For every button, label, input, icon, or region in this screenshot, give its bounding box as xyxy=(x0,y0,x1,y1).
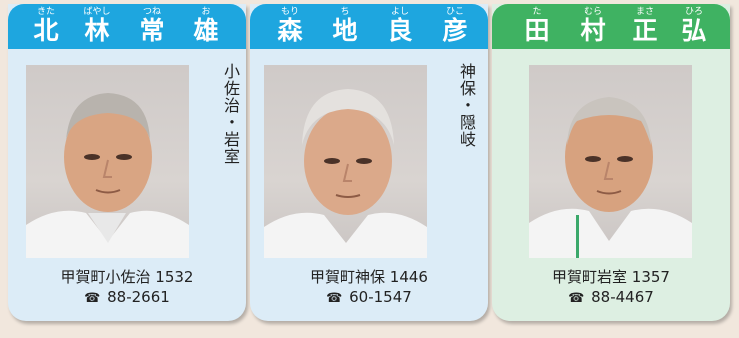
phone-line: ☎ 88-4467 xyxy=(492,287,730,309)
portrait-photo xyxy=(264,65,427,258)
name-kanji: 雄 xyxy=(193,16,219,45)
profile-card-tamura: た 田 むら 村 まさ 正 ひろ 弘 xyxy=(492,4,730,321)
phone-icon: ☎ xyxy=(326,291,343,306)
name-kanji: 地 xyxy=(332,16,358,45)
profile-card-kitabayashi: きた 北 ばやし 林 つね 常 お 雄 xyxy=(8,4,246,321)
name-kanji: 彦 xyxy=(442,16,468,45)
phone-number: 60-1547 xyxy=(349,288,412,306)
name-char: ひろ 弘 xyxy=(674,7,714,45)
name-kanji: 常 xyxy=(139,16,165,45)
name-char: まさ 正 xyxy=(625,7,665,45)
name-header: きた 北 ばやし 林 つね 常 お 雄 xyxy=(8,4,246,49)
name-char: きた 北 xyxy=(26,7,66,45)
name-char: お 雄 xyxy=(186,7,226,45)
portrait-photo xyxy=(26,65,189,258)
district-label: 小佐治・岩室 xyxy=(221,63,240,165)
name-kanji: 北 xyxy=(33,16,59,45)
address-text: 甲賀町神保 1446 xyxy=(310,268,428,286)
phone-line: ☎ 60-1547 xyxy=(250,287,488,309)
name-kanji: 林 xyxy=(84,16,110,45)
name-ruby: ばやし xyxy=(83,7,111,17)
phone-number: 88-4467 xyxy=(591,288,654,306)
name-char: むら 村 xyxy=(573,7,613,45)
name-char: ひこ 彦 xyxy=(435,7,475,45)
name-char: ばやし 林 xyxy=(77,7,117,45)
name-header: もり 森 ち 地 よし 良 ひこ 彦 xyxy=(250,4,488,49)
name-ruby: むら xyxy=(583,7,602,17)
name-ruby: まさ xyxy=(635,7,654,17)
profile-card-morichi: もり 森 ち 地 よし 良 ひこ 彦 神 xyxy=(250,4,488,321)
name-ruby: ひこ xyxy=(445,7,464,17)
name-ruby: きた xyxy=(36,7,55,17)
address-text: 甲賀町小佐治 1532 xyxy=(60,268,194,286)
name-char: ち 地 xyxy=(325,7,365,45)
name-kanji: 正 xyxy=(632,16,658,45)
phone-icon: ☎ xyxy=(84,291,101,306)
name-char: よし 良 xyxy=(380,7,420,45)
name-ruby: お xyxy=(201,7,211,17)
phone-number: 88-2661 xyxy=(107,288,170,306)
portrait-photo xyxy=(529,65,692,258)
name-kanji: 森 xyxy=(277,16,303,45)
phone-icon: ☎ xyxy=(568,291,585,306)
address-text: 甲賀町岩室 1357 xyxy=(552,268,670,286)
name-char: もり 森 xyxy=(270,7,310,45)
name-ruby: た xyxy=(532,7,542,17)
district-label: 神保・隠岐 xyxy=(457,63,476,148)
name-ruby: ひろ xyxy=(684,7,703,17)
name-ruby: よし xyxy=(390,7,409,17)
name-header: た 田 むら 村 まさ 正 ひろ 弘 xyxy=(492,4,730,49)
name-kanji: 良 xyxy=(387,16,413,45)
name-kanji: 田 xyxy=(524,16,550,45)
name-kanji: 村 xyxy=(580,16,606,45)
name-ruby: もり xyxy=(280,7,299,17)
name-kanji: 弘 xyxy=(681,16,707,45)
name-ruby: つね xyxy=(142,7,161,17)
name-ruby: ち xyxy=(340,7,350,17)
phone-line: ☎ 88-2661 xyxy=(8,287,246,309)
name-char: た 田 xyxy=(517,7,557,45)
name-char: つね 常 xyxy=(132,7,172,45)
